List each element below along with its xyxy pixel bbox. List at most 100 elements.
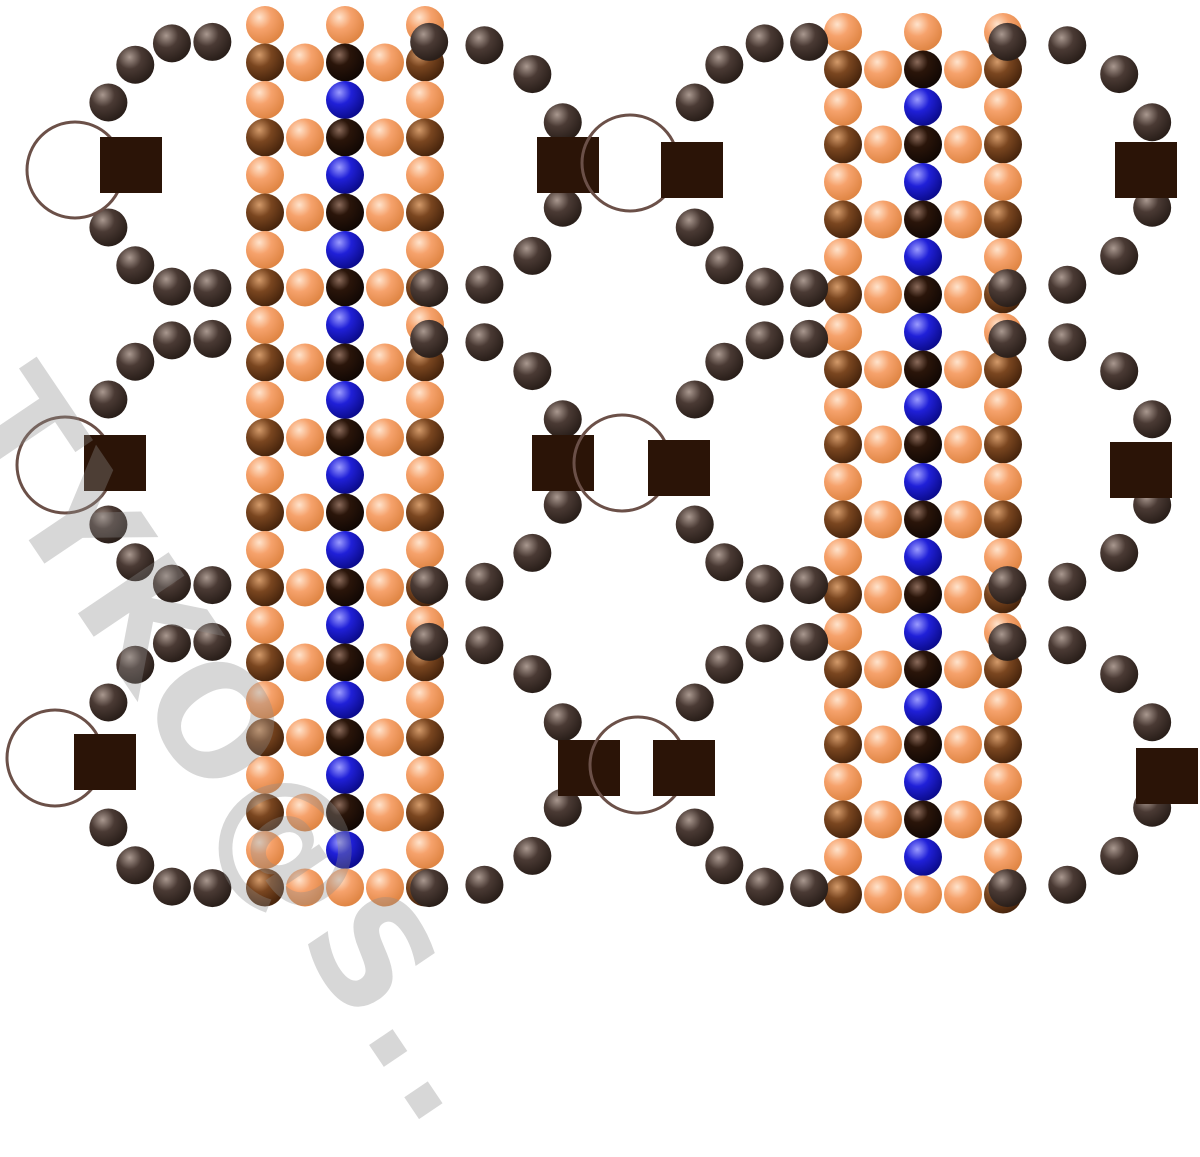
loop-bead [988,320,1026,358]
strip-center-bead [326,494,364,532]
clasp-square [648,440,710,496]
loop-bead [465,563,503,601]
strip-bead [366,569,404,607]
strip-bead [824,763,862,801]
loop-bead [1133,400,1171,438]
loop-bead [89,84,127,122]
loop-bead [705,543,743,581]
strip-bead [366,119,404,157]
strip-bead [286,494,324,532]
strip-bead [984,463,1022,501]
strip-center-bead [904,163,942,201]
loop-bead [988,869,1026,907]
loop-bead [153,268,191,306]
strip-center-bead [904,501,942,539]
loop-bead [676,506,714,544]
strip-bead [944,426,982,464]
strip-center-bead [326,194,364,232]
strip-bead [286,869,324,907]
strip-center-bead [326,419,364,457]
strip-center-bead [326,869,364,907]
strip-bead [864,276,902,314]
strip-bead [246,831,284,869]
loop-bead [705,846,743,884]
loop-bead [544,189,582,227]
strip-center-bead [326,456,364,494]
strip-bead [824,501,862,539]
strip-bead [406,194,444,232]
strip-center-bead [904,613,942,651]
loop-bead [465,266,503,304]
strip-bead [824,238,862,276]
strip-bead [286,794,324,832]
strip-bead [824,351,862,389]
strip-bead [864,51,902,89]
strip-bead [824,538,862,576]
loop-bead [1048,563,1086,601]
strip-bead [824,876,862,914]
strip-bead [246,44,284,82]
strip-bead [824,126,862,164]
strip-bead [406,81,444,119]
strip-bead [944,501,982,539]
strip-bead [406,494,444,532]
strip-center-bead [904,201,942,239]
loop-bead [513,237,551,275]
strip-bead [246,344,284,382]
strip-bead [944,801,982,839]
loop-bead [746,624,784,662]
strip-center-bead [904,463,942,501]
loop-bead [1133,703,1171,741]
strip-bead [246,6,284,44]
loop-bead [705,246,743,284]
strip-bead [406,831,444,869]
loop-bead [676,809,714,847]
loop-bead [410,566,448,604]
strip-bead [246,231,284,269]
strip-center-bead [326,681,364,719]
strip-center-bead [904,876,942,914]
loop-bead [790,566,828,604]
strip-bead [286,569,324,607]
clasp-square [84,435,146,491]
strip-bead [984,726,1022,764]
loop-bead [790,269,828,307]
strip-bead [864,726,902,764]
strip-bead [406,794,444,832]
loop-bead [1100,352,1138,390]
strip-bead [246,794,284,832]
strip-bead [944,651,982,689]
loop-bead [676,209,714,247]
loop-bead [1048,323,1086,361]
strip-bead [246,869,284,907]
loop-bead [153,624,191,662]
loop-bead [513,534,551,572]
loop-bead [544,703,582,741]
loop-bead [410,623,448,661]
strip-bead [824,88,862,126]
strip-bead [286,719,324,757]
strip-bead [286,644,324,682]
loop-bead [790,23,828,61]
strip-center-bead [904,351,942,389]
loop-bead [193,869,231,907]
strip-bead [246,269,284,307]
loop-bead [1100,837,1138,875]
loop-bead [513,55,551,93]
strip-center-bead [326,794,364,832]
strip-center-bead [326,119,364,157]
loop-bead [544,486,582,524]
strip-bead [824,613,862,651]
strip-bead [246,494,284,532]
strip-bead [944,576,982,614]
strip-bead [824,313,862,351]
strip-bead [824,801,862,839]
loop-bead [746,268,784,306]
strip-center-bead [326,231,364,269]
strip-bead [246,719,284,757]
strip-bead [406,231,444,269]
strip-bead [286,419,324,457]
strip-bead [824,13,862,51]
beads-layer [89,6,1171,914]
strip-center-bead [904,238,942,276]
